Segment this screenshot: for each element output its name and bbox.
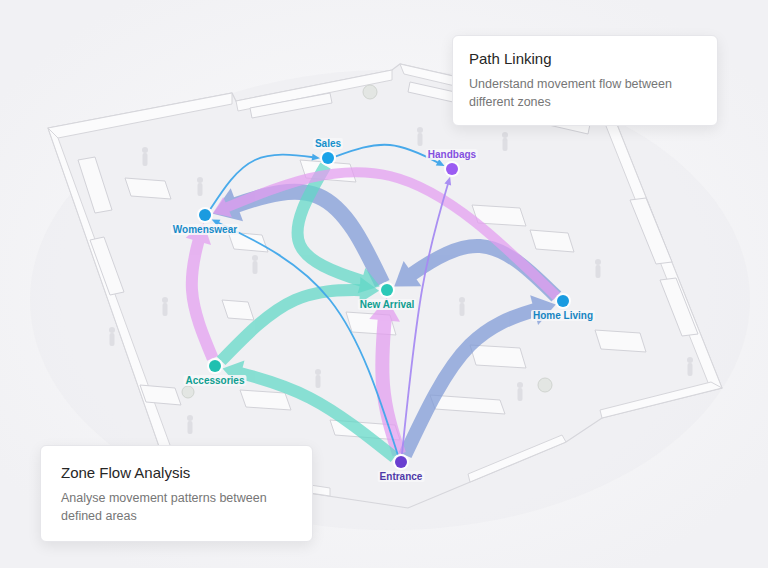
- shopper-figure: [252, 255, 258, 274]
- flow-path: [402, 177, 450, 454]
- shopper-figure: [687, 357, 693, 376]
- flow-path: [405, 304, 556, 455]
- display-table: [595, 330, 646, 352]
- flow-arrow: [223, 360, 395, 457]
- zone-marker: Entrance: [395, 456, 407, 468]
- shopper-figure: [459, 297, 465, 316]
- display-table: [240, 390, 291, 410]
- arrow-head: [312, 154, 320, 161]
- shopper-figure: [315, 369, 321, 388]
- zone-label: Womenswear: [171, 224, 239, 235]
- wall-shelf: [630, 198, 672, 264]
- display-table: [530, 230, 574, 252]
- shoppers: [109, 127, 693, 434]
- shopper-figure: [595, 259, 601, 278]
- zone-marker: Home Living: [557, 295, 569, 307]
- zone-label: Home Living: [531, 310, 595, 321]
- plant: [182, 386, 194, 398]
- front-wall: [468, 435, 566, 482]
- clothing-rack: [78, 157, 112, 213]
- arrow-head: [436, 159, 445, 166]
- display-table: [140, 385, 181, 405]
- flow-arrow: [213, 172, 557, 296]
- plant: [363, 85, 377, 99]
- zone-label: Handbags: [426, 149, 478, 160]
- display-table: [125, 178, 171, 199]
- flow-arrow: [186, 223, 213, 358]
- flow-path: [213, 172, 557, 296]
- flow-arrow: [402, 177, 451, 454]
- zone-label: New Arrival: [358, 299, 417, 310]
- flow-arrow: [298, 166, 380, 294]
- flow-path: [212, 219, 398, 454]
- shopper-figure: [142, 147, 148, 166]
- shopper-figure: [109, 327, 115, 346]
- shopper-figure: [187, 415, 193, 434]
- side-wall: [48, 128, 178, 472]
- zone-label: Accessories: [184, 375, 247, 386]
- wall-shelf: [250, 93, 332, 118]
- shopper-figure: [162, 297, 168, 316]
- card-description: Analyse movement patterns between define…: [61, 490, 292, 525]
- flow-arrow: [369, 298, 400, 454]
- flow-path: [298, 166, 380, 287]
- flow-path: [210, 155, 320, 209]
- zone-label: Sales: [313, 138, 343, 149]
- flow-path: [221, 290, 379, 361]
- zone-marker: Sales: [322, 152, 334, 164]
- card-description: Understand movement flow between differe…: [469, 76, 701, 111]
- plant: [538, 378, 552, 392]
- clothing-rack: [90, 237, 124, 295]
- display-table: [470, 345, 526, 368]
- arrow-head: [358, 268, 380, 293]
- counter: [430, 395, 505, 414]
- wall-shelf: [660, 278, 698, 336]
- arrow-head: [394, 261, 421, 287]
- zone-marker: Accessories: [209, 360, 221, 372]
- shopper-figure: [197, 177, 203, 196]
- zone-marker: New Arrival: [381, 284, 393, 296]
- info-card: Path LinkingUnderstand movement flow bet…: [452, 35, 718, 126]
- shopper-figure: [517, 382, 523, 401]
- front-wall: [600, 382, 722, 418]
- shopper-figure: [502, 132, 508, 151]
- display-table: [228, 232, 268, 252]
- display-table: [222, 300, 254, 320]
- flow-arrow: [212, 219, 398, 454]
- info-card: Zone Flow AnalysisAnalyse movement patte…: [40, 445, 313, 542]
- zone-label: Entrance: [378, 471, 425, 482]
- flow-arrow: [221, 277, 379, 361]
- zone-marker: Handbags: [446, 163, 458, 175]
- card-heading: Zone Flow Analysis: [61, 464, 292, 481]
- back-wall: [48, 93, 232, 138]
- shopper-figure: [417, 127, 423, 146]
- card-heading: Path Linking: [469, 50, 701, 67]
- flow-arrow: [210, 154, 320, 209]
- arrow-head: [444, 177, 451, 186]
- zone-marker: Womenswear: [199, 209, 211, 221]
- floor-plan: [48, 64, 722, 508]
